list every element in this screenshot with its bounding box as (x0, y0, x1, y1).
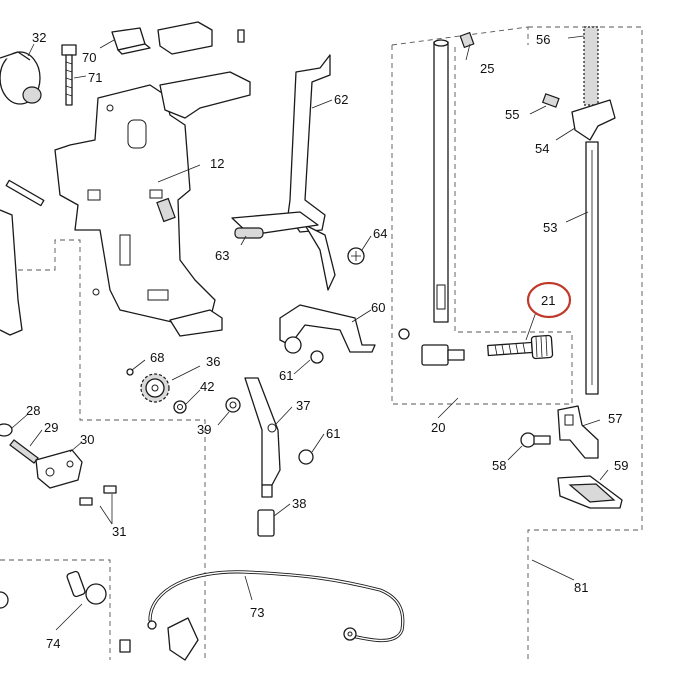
label-70: 70 (82, 50, 96, 65)
highlight-circle-part-21 (526, 281, 572, 319)
lever-part-60 (279, 304, 376, 354)
bracket-part-54 (571, 99, 616, 141)
presser-foot-part-59 (557, 475, 623, 509)
washer-part-42 (173, 400, 187, 414)
label-74: 74 (46, 636, 60, 651)
spring-assembly-part-63 (231, 211, 319, 239)
label-73: 73 (250, 605, 264, 620)
washer-part-39 (225, 397, 241, 413)
screw-part-74 (0, 570, 107, 609)
label-58: 58 (492, 458, 506, 473)
ground-wire-part-73 (119, 570, 405, 661)
screw-part-58 (520, 432, 551, 448)
label-28: 28 (26, 403, 40, 418)
bracket-part-70 (111, 21, 213, 55)
label-68: 68 (150, 350, 164, 365)
label-60: 60 (371, 300, 385, 315)
left-edge-bracket (0, 179, 45, 336)
needle-bar-part-20 (433, 39, 449, 323)
small-screw-top (237, 29, 245, 43)
label-31: 31 (112, 524, 126, 539)
label-81: 81 (574, 580, 588, 595)
e-ring-part-61-upper (310, 350, 324, 364)
washer-part-28 (0, 423, 13, 437)
label-63: 63 (215, 248, 229, 263)
label-62: 62 (334, 92, 348, 107)
label-57: 57 (608, 411, 622, 426)
label-61-upper: 61 (279, 368, 293, 383)
label-71: 71 (88, 70, 102, 85)
main-frame-part (54, 71, 251, 337)
spring-part-29 (9, 439, 39, 464)
label-21: 21 (541, 293, 555, 308)
label-56: 56 (536, 32, 550, 47)
label-42: 42 (200, 379, 214, 394)
label-53: 53 (543, 220, 557, 235)
label-61-lower: 61 (326, 426, 340, 441)
gear-part-36 (126, 368, 170, 403)
screws-part-31 (79, 485, 117, 506)
presser-foot-holder-part-57 (557, 405, 599, 459)
lever-part-62 (287, 54, 336, 291)
bracket-part-30 (35, 449, 83, 489)
label-29: 29 (44, 420, 58, 435)
screw-part-71 (61, 44, 77, 106)
screw-part-25 (459, 31, 475, 49)
label-54: 54 (535, 141, 549, 156)
lever-part-37 (244, 377, 281, 498)
thumb-screw-part-21 (487, 334, 554, 360)
screw-part-64 (347, 247, 365, 265)
e-ring-part-61-lower (298, 449, 314, 465)
label-39: 39 (197, 422, 211, 437)
part-labels: 32 70 71 62 12 25 56 55 54 53 63 64 60 2… (26, 30, 628, 651)
label-32: 32 (32, 30, 46, 45)
cap-part-38 (257, 509, 275, 537)
clamp-screw-assembly (398, 328, 465, 366)
label-36: 36 (206, 354, 220, 369)
group-boundaries (0, 26, 643, 660)
label-37: 37 (296, 398, 310, 413)
leader-lines (11, 35, 609, 631)
label-25: 25 (480, 61, 494, 76)
spring-part-56 (583, 26, 599, 106)
label-30: 30 (80, 432, 94, 447)
label-64: 64 (373, 226, 387, 241)
screw-part-55 (541, 93, 560, 108)
label-12: 12 (210, 156, 224, 171)
label-59: 59 (614, 458, 628, 473)
label-55: 55 (505, 107, 519, 122)
presser-bar-part-53 (585, 141, 599, 395)
label-20: 20 (431, 420, 445, 435)
motor-part-32 (0, 51, 42, 105)
label-38: 38 (292, 496, 306, 511)
